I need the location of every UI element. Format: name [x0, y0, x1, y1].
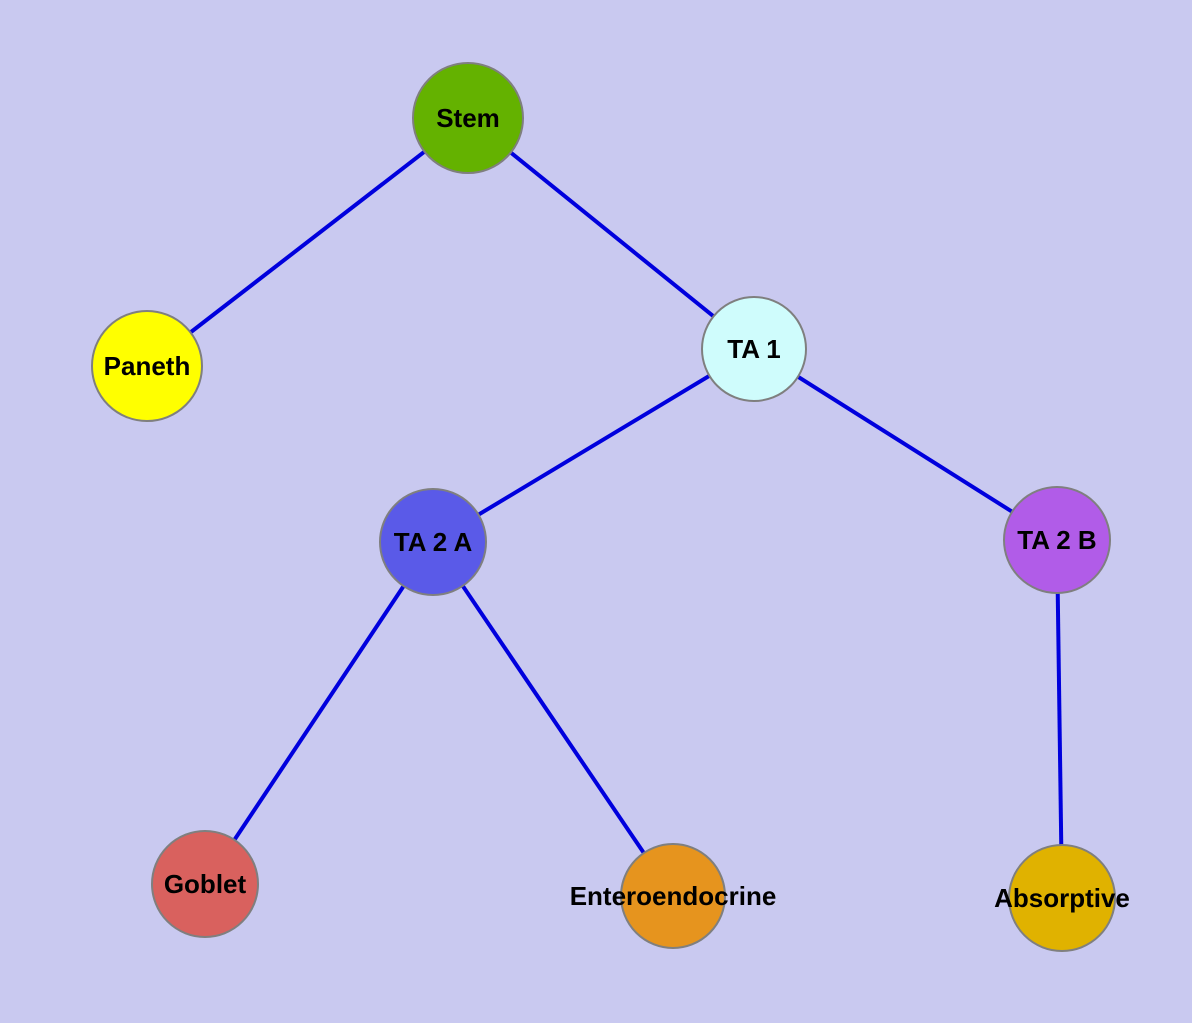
edge-ta-1-to-ta-2-b: [752, 347, 1059, 542]
edge-ta-2-a-to-enteroendocrine: [431, 540, 675, 898]
node-ta-1[interactable]: [701, 296, 807, 402]
node-goblet[interactable]: [151, 830, 259, 938]
edge-layer: [145, 116, 1064, 899]
node-ta-2-a[interactable]: [379, 488, 487, 596]
edge-ta-2-b-to-absorptive: [1055, 539, 1064, 899]
node-absorptive[interactable]: [1008, 844, 1116, 952]
edge-stem-to-paneth: [145, 116, 470, 368]
edge-stem-to-ta-1: [466, 116, 756, 351]
edge-ta-1-to-ta-2-a: [431, 347, 756, 544]
node-paneth[interactable]: [91, 310, 203, 422]
node-ta-2-b[interactable]: [1003, 486, 1111, 594]
node-enteroendocrine[interactable]: [620, 843, 726, 949]
edge-ta-2-a-to-goblet: [203, 540, 435, 886]
node-stem[interactable]: [412, 62, 524, 174]
node-layer: [91, 62, 1116, 952]
